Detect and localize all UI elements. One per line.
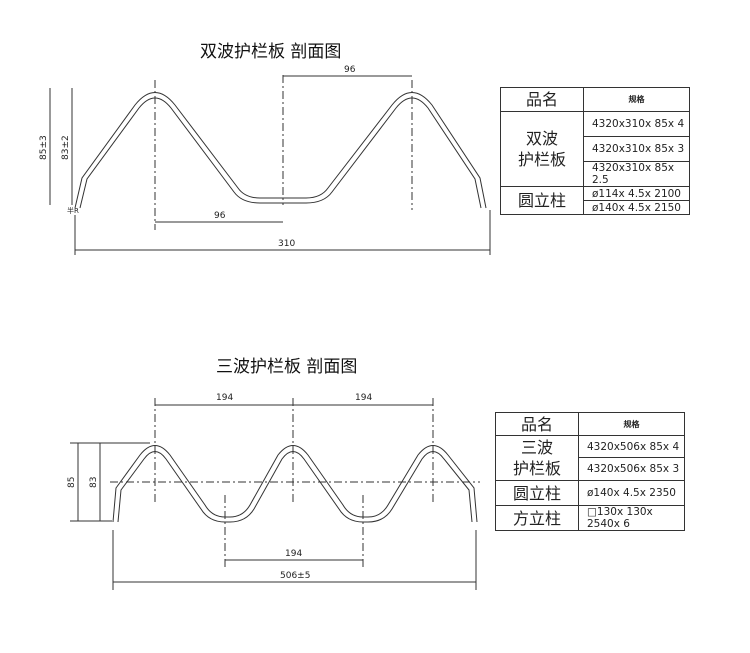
spec-cell: 4320x310x 85x 3 xyxy=(583,136,690,162)
dim-width: 310 xyxy=(278,239,295,249)
dim-top-pitch-1: 194 xyxy=(216,393,233,403)
spec-cell: 4320x310x 85x 4 xyxy=(583,111,690,137)
spec-cell: □130x 130x 2540x 6 xyxy=(578,505,685,531)
spec-cell: ø140x 4.5x 2350 xyxy=(578,480,685,506)
dim-bottom-pitch: 96 xyxy=(214,211,226,221)
double-wave-dimension-lines xyxy=(49,75,491,255)
dim-height-inner: 83±2 xyxy=(61,135,71,160)
dim-height-outer: 85 xyxy=(67,477,77,488)
spec-cell: 4320x506x 85x 4 xyxy=(578,435,685,458)
product-name: 圆立柱 xyxy=(495,480,579,506)
spec-cell: 4320x310x 85x 2.5 xyxy=(583,161,690,187)
product-name: 方立柱 xyxy=(495,505,579,531)
spec-cell: ø140x 4.5x 2150 xyxy=(583,200,690,215)
dim-top-pitch-2: 194 xyxy=(355,393,372,403)
triple-wave-centerlines xyxy=(110,398,480,570)
dim-end-radius: 半R xyxy=(67,206,79,215)
double-wave-profile xyxy=(74,92,487,209)
spec-cell: ø114x 4.5x 2100 xyxy=(583,186,690,201)
header-name: 品名 xyxy=(495,412,579,436)
dim-top-pitch: 96 xyxy=(344,65,356,75)
dim-height-inner: 83 xyxy=(89,477,99,488)
product-name: 双波 护栏板 xyxy=(500,111,584,187)
header-name: 品名 xyxy=(500,87,584,112)
dim-height-outer: 85±3 xyxy=(39,135,49,160)
spec-cell: 4320x506x 85x 3 xyxy=(578,457,685,481)
triple-wave-profile xyxy=(112,445,478,523)
triple-wave-dimension-lines xyxy=(70,404,477,590)
double-wave-centerlines xyxy=(154,75,413,230)
header-spec: 规格 xyxy=(578,412,685,436)
dim-width: 506±5 xyxy=(280,571,310,581)
header-spec: 规格 xyxy=(583,87,690,112)
product-name: 圆立柱 xyxy=(500,186,584,215)
triple-wave-title: 三波护栏板 剖面图 xyxy=(216,357,358,377)
dim-bottom-pitch: 194 xyxy=(285,549,302,559)
double-wave-title: 双波护栏板 剖面图 xyxy=(200,42,342,62)
product-name: 三波 护栏板 xyxy=(495,435,579,481)
